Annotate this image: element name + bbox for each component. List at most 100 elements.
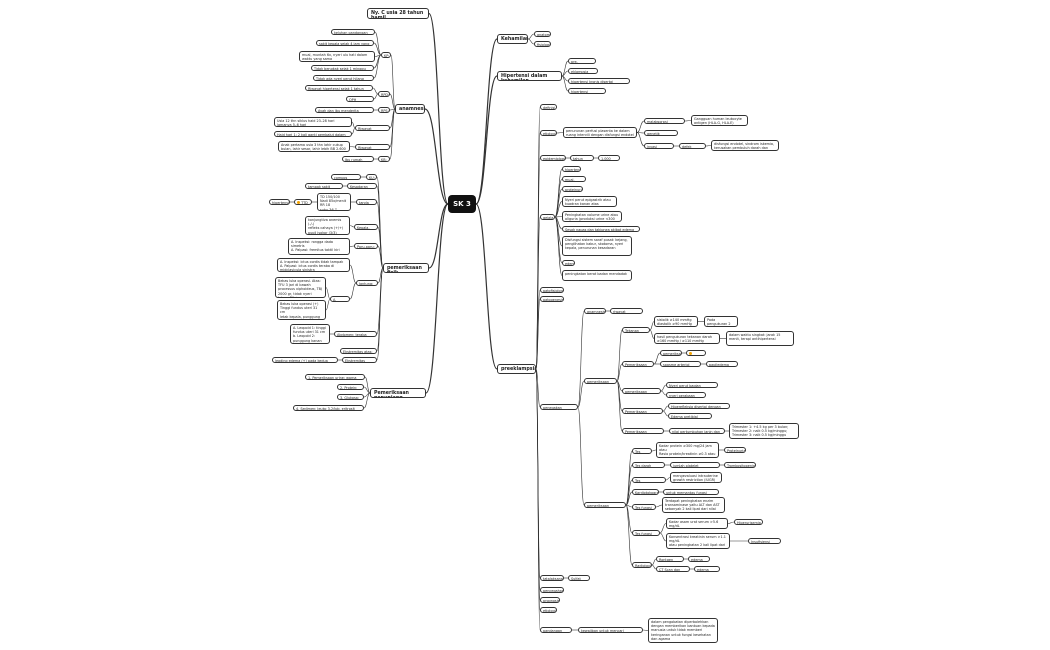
node-pem-kehamilan[interactable]: Pemeriksaan kehamilan <box>622 428 664 434</box>
node-kehamilan-1[interactable]: anatomi <box>534 31 551 37</box>
node-radiologi-sub-2[interactable]: edema serebral <box>694 566 720 572</box>
node-kesadaran-label[interactable]: Kesadaran umum: <box>347 183 377 189</box>
root-node[interactable]: SK 3 <box>448 195 476 213</box>
node-kardio-1[interactable]: untuk memantau fungsi jantung janin <box>663 489 719 495</box>
node-penunjang-1[interactable]: 1. Pemeriksaan urine: warna coklat <box>305 374 365 380</box>
node-rpd-2[interactable]: OPH disangkal <box>346 96 374 102</box>
node-td-2b[interactable]: dalam waktu singkat: jarak 15 menit, ter… <box>726 331 794 346</box>
node-paru-1[interactable]: A. Inspeksi: rongga dada simetris A. Pal… <box>288 238 350 255</box>
node-abdomen-2[interactable]: Bekas luka operasi (+) Tinggi fundus ute… <box>277 300 326 320</box>
node-rmenstruasi-1[interactable]: Usia 12 thn siklus haid 23–28 hari laman… <box>274 117 352 127</box>
node-kp-1[interactable]: keluhan pandangan kabur <box>331 29 375 35</box>
node-gejala-1[interactable]: hipertensi <box>562 166 581 172</box>
node-hipertensi[interactable]: hipertensi <box>269 199 290 205</box>
node-kp-3[interactable]: mual, muntah 6x, nyeri ulu hati dalam wa… <box>299 51 375 62</box>
node-tes-ginjal-1[interactable]: Kadar asam urat serum >5.6 mg/dL (ganggu… <box>666 518 728 529</box>
node-etiologi-sub-3-detail[interactable]: disfungsi endotel, sindrom iskemia, keru… <box>711 140 779 151</box>
node-radiologi-sub-1[interactable]: edema paru <box>688 556 710 562</box>
node-kp-5[interactable]: Tidak ada nyeri perut hilang timbul <box>313 75 374 81</box>
node-etiologi-sub-1-item[interactable]: Gangguan human leukocyte antigen (HLA-G,… <box>691 115 748 126</box>
node-abdomen-label[interactable]: A. Abdomen: <box>330 296 350 302</box>
node-pem-kehamilan-sub[interactable]: Trimester 1: +4.5 kg per 3 bulan; Trimes… <box>729 423 799 439</box>
node-ny-c[interactable]: Ny. C usia 28 tahun hamil <box>367 8 429 19</box>
node-tes-ginjal[interactable]: Tes fungsi ginjal <box>632 530 660 536</box>
node-penunjang-4[interactable]: 4. Sedimen: leuko 3-2/lpb, eritrosit 30-… <box>293 405 364 411</box>
node-ttd[interactable]: TTD <box>294 199 312 205</box>
node-mata-sub-1[interactable]: fundus <box>686 350 706 356</box>
node-tes-hati-1[interactable]: Terdapat peningkatan enzim transaminase … <box>662 497 725 513</box>
node-penunjang-3[interactable]: 3. Glukosa: +1 <box>337 394 364 400</box>
node-dx-anamnesis[interactable]: anamnesis <box>584 308 606 314</box>
node-pem-kehamilan-1[interactable]: nilai pertumbuhan janin dan kondisi jani… <box>669 428 725 434</box>
node-penunjang[interactable]: Pemeriksaan penunjang <box>370 388 426 398</box>
node-td-2[interactable]: hasil pengukuran tekanan darah ≥160 mmHg… <box>654 333 720 344</box>
node-tes-darah-sub[interactable]: Trombositopenia <box>724 462 756 468</box>
node-pencegahan[interactable]: pencegahan <box>540 587 564 593</box>
node-kepala-1[interactable]: konjungtiva anemis (-/-) refleks cahaya … <box>305 216 350 235</box>
node-tes-ginjal-2[interactable]: Konsentrasi kreatinin serum >1.1 mg/dL a… <box>666 533 730 549</box>
node-dx-pemfis[interactable]: pemeriksaan fisik <box>584 378 617 384</box>
node-kesadaran-1[interactable]: tampak sakit sedang <box>305 183 343 189</box>
node-gejala-2[interactable]: mual, muntah <box>562 176 586 182</box>
node-rmenstruasi-2[interactable]: Haid hari 1: 2 kali ganti pembalut dalam… <box>274 131 352 137</box>
node-tes-darah-1[interactable]: jumlah platelet <100.000/µL <box>670 462 720 468</box>
node-kp-2[interactable]: sakit kepala sejak 4 jam yang lalu <box>316 40 374 46</box>
node-gejala-4[interactable]: Nyeri perut epigastrik atau kuadran kana… <box>562 196 617 207</box>
node-gejala-7[interactable]: Disfungsi sistem saraf pusat: kejang, pe… <box>562 236 632 256</box>
node-pem-abdomen-2[interactable]: nyeri perabaan hepar <box>666 392 706 398</box>
node-kb-1[interactable]: Ibu rumah tangga <box>342 156 374 162</box>
node-rperkawinan-1[interactable]: Anak pertama usia 3 thn lahir cukup bula… <box>278 141 350 152</box>
node-patofisiologi[interactable]: patofisiologi <box>540 287 564 293</box>
node-kb-label[interactable]: KB: <box>378 156 390 162</box>
node-etiologi-1[interactable]: penurunan perfusi plasenta ke dalam ruan… <box>563 127 637 138</box>
node-rps-label[interactable]: RPS: <box>378 107 390 113</box>
node-epidemiologi-2[interactable]: 1.000 kasus <box>598 155 620 161</box>
node-rpd-label[interactable]: RPD: <box>378 91 390 97</box>
node-etiologi-sub-3-item[interactable]: defek vaskular <box>679 143 706 149</box>
node-patogenesis[interactable]: patogenesis <box>540 296 564 302</box>
node-tatalaksana-1[interactable]: Sulfat MgSO4 <box>568 575 590 581</box>
node-epidemiologi[interactable]: epidemiologi <box>540 155 566 161</box>
node-paru-label[interactable]: Paru-paru: <box>354 243 378 249</box>
node-rps-1[interactable]: Ayah dan ibu menderita hipertensi <box>315 107 374 113</box>
node-pem-ekstremitas-2[interactable]: Edema pretibial <box>668 413 712 419</box>
node-mata-sub-2[interactable]: papiledema <box>706 361 738 367</box>
node-pem-ekstremitas-1[interactable]: Hiperefleksia disertai dengan klonus <box>668 403 730 409</box>
node-rperkawinan-label[interactable]: Riwayat perkawinan <box>355 144 390 150</box>
node-pandangan-islam-sub[interactable]: dalam pengobatan diperbolehkan dengan me… <box>648 618 718 643</box>
node-hdk-4[interactable]: hipertensi gestasional <box>568 88 606 94</box>
node-td-1[interactable]: sistolik ≥140 mmHg diastolik ≥90 mmHg <box>654 316 698 327</box>
node-gejala-9[interactable]: peningkatan berat badan mendadak <box>562 270 632 281</box>
node-tes-urine-1[interactable]: Kadar protein ≥300 mg/24 jam atau Rasio … <box>656 442 719 458</box>
node-kp-label[interactable]: KP: <box>381 52 391 58</box>
node-tes-darah[interactable]: Tes darah lengkap <box>632 462 665 468</box>
node-dx-anamnesis-1[interactable]: riwayat hipertensi <box>610 308 643 314</box>
node-kp-4[interactable]: Tidak bengkak sejak 1 minggu yang lalu <box>311 65 374 71</box>
node-rmenstruasi-label[interactable]: Riwayat menstruasi <box>355 125 390 131</box>
node-ku-1[interactable]: compos mentis <box>331 174 361 180</box>
node-abdomen-1[interactable]: Bekas luka operasi. Atas: TFU 3 jari di … <box>275 277 326 298</box>
node-penunjang-2[interactable]: 2. Protein: +4 <box>337 384 364 390</box>
node-ekstremitas-bawah-1[interactable]: leading edema (+) pada kedua tungkai <box>272 357 338 363</box>
node-etiologi[interactable]: etiologi <box>540 130 557 136</box>
node-mata-2[interactable]: spasme arteriol retina <box>660 361 701 367</box>
node-kepala-label[interactable]: Kepala-leher: <box>354 224 378 230</box>
node-pemfis[interactable]: pemeriksaan fisik <box>383 263 429 273</box>
node-rpd-1[interactable]: Riwayat hipertensi sejak 1 tahun yang la… <box>305 85 373 91</box>
node-radiologi-1[interactable]: Rontgen thorax <box>656 556 684 562</box>
node-hdk-3[interactable]: hipertensi kronis disertai preeklampsia <box>568 78 630 84</box>
node-anamnesis[interactable]: anamnesis <box>395 104 425 114</box>
node-jantung-1[interactable]: A. Inspeksi: ictus cordis tidak tampak A… <box>277 258 350 272</box>
node-td-1b[interactable]: Pada pengukuran 2 kali dengan selang 4 j… <box>704 316 738 327</box>
node-etiologi-sub-2[interactable]: genetik predisposisi <box>644 130 678 136</box>
node-pem-abdomen[interactable]: pemeriksaan abdomen <box>622 388 661 394</box>
node-gejala-6[interactable]: Sesak napas dan takipnea akibat edema pa… <box>562 226 640 232</box>
node-penegakan-diagnosis[interactable]: penegakan diagnosis <box>540 404 578 410</box>
node-radiologi-2[interactable]: CT Scan dan MRI <box>656 566 690 572</box>
node-pandangan-islam[interactable]: pandangan islam <box>540 627 572 633</box>
node-leopold-1[interactable]: A. Leopold 1: tinggi fundus uteri 31 cm … <box>290 324 330 344</box>
node-pandangan-islam-1[interactable]: kewajiban untuk mencari pengobatan <box>578 627 643 633</box>
node-tes-urine-sub[interactable]: Proteinuria <box>724 447 746 453</box>
node-leopold-label[interactable]: Abdomen: teraba bawah <box>334 331 377 337</box>
